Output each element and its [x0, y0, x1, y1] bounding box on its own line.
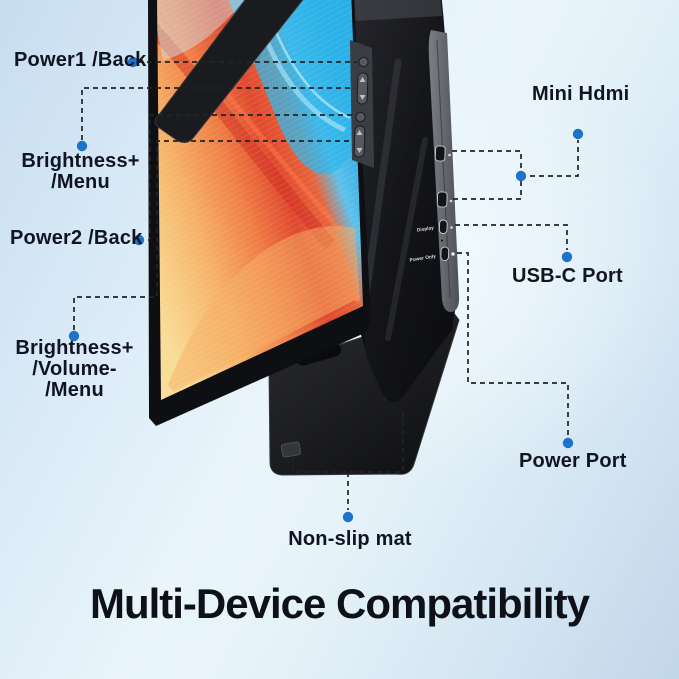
- label-usbc-port: USB-C Port: [512, 265, 623, 287]
- power2-button: [355, 111, 366, 123]
- callout-dot-hdmi-label: [572, 128, 584, 140]
- port-label-display: Display: [417, 225, 435, 234]
- label-power-port: Power Port: [519, 450, 627, 472]
- label-line: /Volume-: [32, 358, 117, 380]
- label-non-slip-mat: Non-slip mat: [288, 528, 412, 550]
- label-power2-back: Power2 /Back: [10, 227, 143, 249]
- label-line: Brightness+: [21, 150, 140, 172]
- callout-dot-power1: [127, 56, 139, 68]
- usbc-display-port: [438, 219, 448, 234]
- control-buttons: [350, 40, 374, 168]
- non-slip-pad-1: [280, 441, 301, 458]
- callout-line-usbc: [455, 224, 568, 250]
- kickstand-groove-1: [362, 58, 402, 300]
- brightness-menu-rocker: [356, 72, 369, 105]
- port-label-power-only: Power Only: [409, 253, 436, 263]
- callout-line-hdmi-ports: [452, 150, 522, 200]
- label-brightness-menu: Brightness+ /Menu: [8, 151, 153, 193]
- mini-hdmi-port-1: [434, 145, 446, 162]
- kickstand-groove-2: [385, 137, 428, 341]
- callout-lines: [73, 61, 579, 510]
- brightness-volume-rocker: [353, 125, 366, 158]
- label-line: /Menu: [51, 171, 110, 193]
- mini-hdmi-port-2: [436, 191, 448, 208]
- reset-hole: [440, 239, 444, 242]
- callout-line-brightness-menu: [81, 87, 355, 140]
- callout-line-power2: [139, 114, 354, 241]
- usbc-glyph: [450, 226, 453, 229]
- power-glyph: [451, 252, 455, 256]
- callout-dot-brightness-menu: [76, 140, 88, 152]
- label-line: Brightness+: [15, 337, 134, 359]
- flap-notch: [296, 343, 342, 366]
- label-power1-back: Power1 /Back: [14, 49, 147, 71]
- label-brightness-volume-menu: Brightness+ /Volume- /Menu: [2, 338, 147, 401]
- power1-button: [358, 56, 369, 68]
- callout-dot-nonslip: [342, 511, 354, 523]
- callout-dots: [68, 56, 584, 523]
- device: Display Power Only: [148, 0, 460, 476]
- top-edge-face: [352, 0, 442, 21]
- port-strip: [428, 30, 460, 313]
- callout-dot-power2: [133, 234, 145, 246]
- callout-dot-brightness-volume: [68, 330, 80, 342]
- back-panel: [350, 0, 458, 402]
- page-title: Multi-Device Compatibility: [89, 580, 590, 627]
- usbc-power-port: [440, 246, 450, 261]
- label-mini-hdmi: Mini Hdmi: [532, 83, 630, 105]
- callout-dot-power-port: [562, 437, 574, 449]
- callout-line-nonslip-pads: [292, 406, 404, 473]
- hdmi-glyph-2: [449, 199, 453, 203]
- label-line: /Menu: [45, 379, 104, 401]
- callout-dot-usbc: [561, 251, 573, 263]
- hdmi-glyph-1: [448, 153, 451, 157]
- callout-dot-hdmi-junction: [515, 170, 527, 182]
- callout-line-brightness-volume: [73, 140, 351, 330]
- callout-line-hdmi-label: [521, 140, 579, 177]
